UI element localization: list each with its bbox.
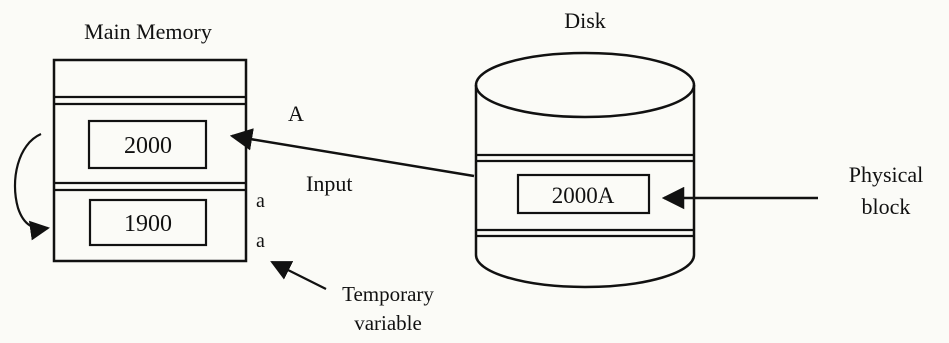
disk-physical-block-value: 2000A bbox=[552, 183, 615, 208]
memory-cell-2000-value: 2000 bbox=[124, 133, 172, 159]
physical-block-label-line-1: Physical bbox=[849, 162, 924, 187]
physical-block-label-line-2: block bbox=[862, 194, 911, 219]
temporary-variable-arrow bbox=[270, 260, 327, 291]
main-memory-title: Main Memory bbox=[84, 19, 212, 44]
temporary-variable-label-line-2: variable bbox=[354, 311, 422, 335]
memory-cell-1900-value: 1900 bbox=[124, 211, 172, 237]
memory-cell-1900 bbox=[88, 198, 208, 247]
disk-title: Disk bbox=[564, 8, 606, 33]
disk-top-ellipse bbox=[474, 51, 696, 119]
main-memory-block bbox=[52, 58, 248, 263]
memory-copy-curved-arrow bbox=[13, 132, 50, 241]
memory-cell-2000 bbox=[87, 119, 208, 170]
temporary-variable-label-line-1: Temporary bbox=[342, 282, 434, 306]
label-a-upper: a bbox=[256, 190, 265, 212]
input-label: Input bbox=[306, 171, 352, 196]
label-a-lower: a bbox=[256, 230, 265, 252]
label-A: A bbox=[288, 101, 304, 126]
input-arrow bbox=[229, 128, 475, 178]
disk-physical-block-box bbox=[516, 173, 651, 215]
disk-bottom-curve bbox=[474, 254, 696, 289]
